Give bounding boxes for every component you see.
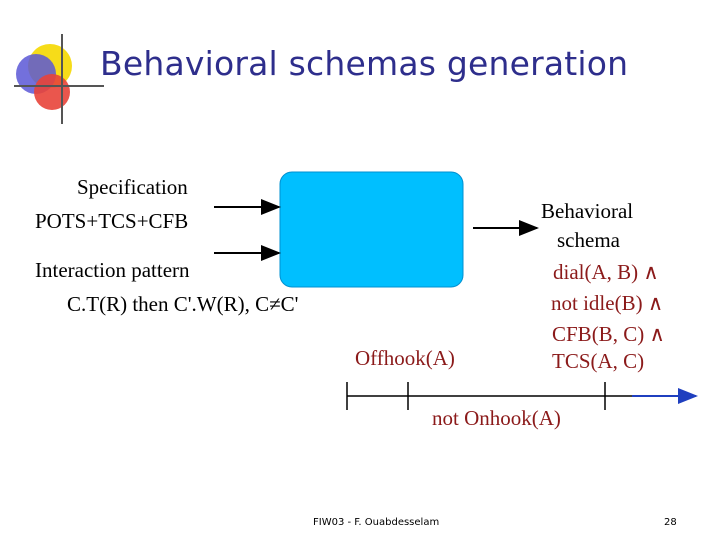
output-label-line1: Behavioral bbox=[541, 199, 634, 223]
specification-value: POTS+TCS+CFB bbox=[35, 209, 189, 233]
slide-logo bbox=[14, 34, 104, 124]
slide-title: Behavioral schemas generation bbox=[100, 44, 629, 83]
specification-label: Specification bbox=[77, 175, 188, 199]
formula-line1: dial(A, B) ∧ bbox=[553, 260, 659, 284]
page-number: 28 bbox=[664, 517, 677, 528]
process-box bbox=[279, 171, 464, 288]
event-offhook: Offhook(A) bbox=[355, 346, 455, 370]
pattern-label: Interaction pattern bbox=[35, 258, 190, 282]
footer-author: FIW03 - F. Ouabdesselam bbox=[313, 517, 440, 528]
pattern-value: C.T(R) then C'.W(R), C≠C' bbox=[67, 292, 299, 316]
output-label-line2: schema bbox=[557, 228, 620, 252]
formula-line4: TCS(A, C) bbox=[552, 349, 645, 373]
formula-line3: CFB(B, C) ∧ bbox=[552, 322, 665, 346]
event-not-onhook: not Onhook(A) bbox=[432, 406, 561, 430]
formula-line2: not idle(B) ∧ bbox=[551, 291, 664, 315]
